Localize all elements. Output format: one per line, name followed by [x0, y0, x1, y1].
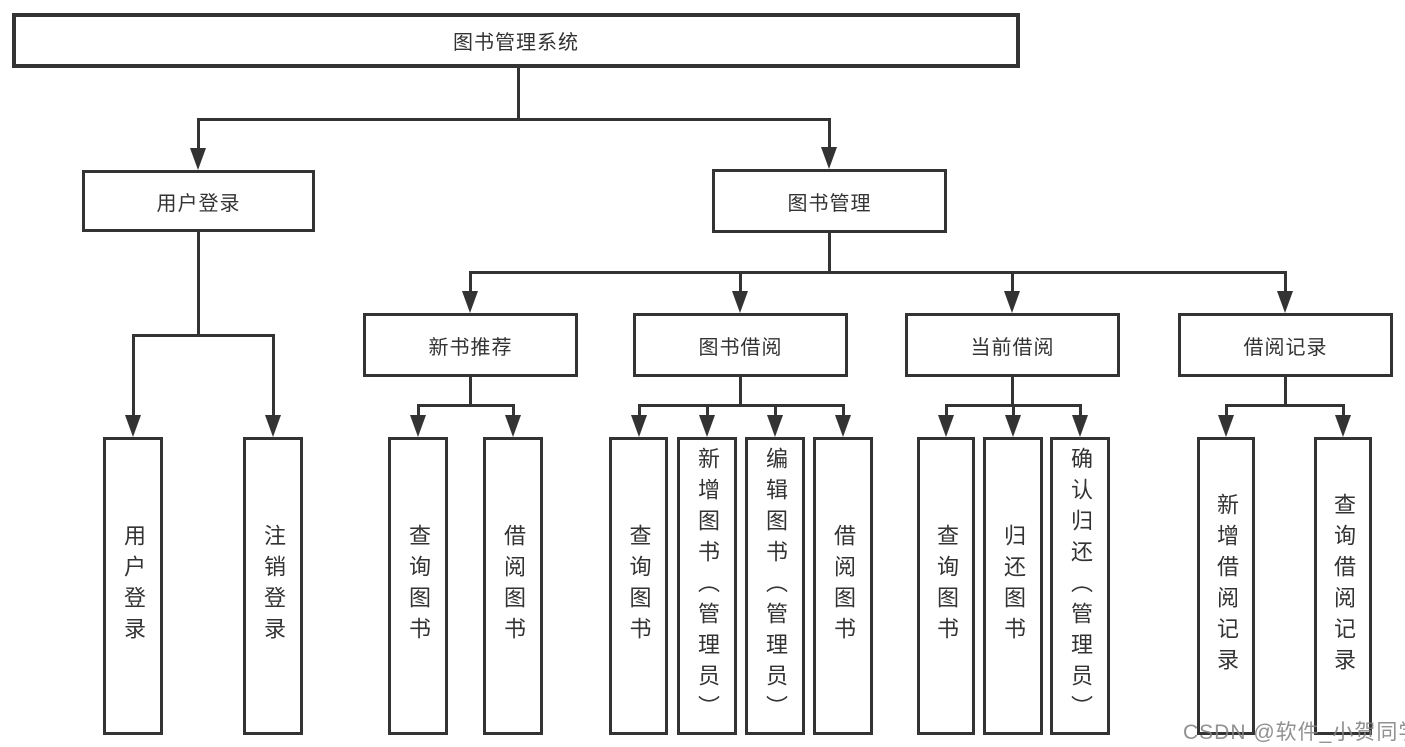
- node-library-management-system: 图书管理系统: [12, 13, 1020, 68]
- node-current-borrowing: 当前借阅: [905, 313, 1120, 377]
- leaf-label: 查询借阅记录: [1331, 493, 1356, 679]
- connector-line: [469, 271, 472, 293]
- arrowhead-down-icon: [938, 415, 954, 437]
- arrowhead-down-icon: [1004, 291, 1020, 313]
- leaf-label: 借阅图书: [501, 524, 526, 648]
- leaf-query-borrow-record: 查询借阅记录: [1314, 437, 1372, 735]
- arrowhead-down-icon: [767, 415, 783, 437]
- leaf-label: 查询图书: [934, 524, 959, 648]
- node-label: 借阅记录: [1243, 336, 1328, 359]
- leaf-confirm-return-admin: 确认归还（管理员）: [1050, 437, 1110, 735]
- connector-line: [828, 233, 831, 274]
- connector-line: [197, 118, 831, 121]
- leaf-add-borrow-record: 新增借阅记录: [1197, 437, 1255, 735]
- leaf-add-books-admin: 新增图书（管理员）: [677, 437, 737, 735]
- connector-line: [828, 118, 831, 149]
- watermark: CSDN @软件_小贺同学: [1183, 721, 1405, 744]
- node-label: 新书推荐: [428, 336, 513, 359]
- connector-line: [417, 404, 515, 407]
- connector-line: [1011, 271, 1014, 293]
- node-new-book-recommendation: 新书推荐: [363, 313, 578, 377]
- connector-line: [197, 118, 200, 150]
- connector-line: [1225, 404, 1345, 407]
- arrowhead-down-icon: [732, 291, 748, 313]
- connector-line: [1011, 377, 1014, 407]
- connector-line: [132, 334, 135, 417]
- arrowhead-down-icon: [190, 148, 206, 170]
- connector-line: [706, 404, 709, 417]
- node-book-management: 图书管理: [712, 169, 947, 233]
- leaf-label: 确认归还（管理员）: [1068, 446, 1093, 726]
- arrowhead-down-icon: [699, 415, 715, 437]
- node-label: 当前借阅: [970, 336, 1055, 359]
- arrowhead-down-icon: [631, 415, 647, 437]
- connector-line: [512, 404, 515, 417]
- connector-line: [638, 404, 845, 407]
- leaf-label: 用户登录: [121, 524, 146, 648]
- connector-line: [638, 404, 641, 417]
- arrowhead-down-icon: [1072, 415, 1088, 437]
- node-label: 图书借阅: [698, 336, 783, 359]
- connector-line: [1079, 404, 1082, 417]
- leaf-borrow-books-recommend: 借阅图书: [483, 437, 543, 735]
- connector-line: [417, 404, 420, 417]
- connector-line: [739, 271, 742, 293]
- connector-line: [469, 271, 1287, 274]
- node-borrowing-records: 借阅记录: [1178, 313, 1393, 377]
- leaf-label: 查询图书: [406, 524, 431, 648]
- leaf-query-books-recommend: 查询图书: [388, 437, 448, 735]
- node-book-borrowing: 图书借阅: [633, 313, 848, 377]
- connector-line: [197, 232, 200, 337]
- connector-line: [1225, 404, 1228, 417]
- arrowhead-down-icon: [1277, 291, 1293, 313]
- arrowhead-down-icon: [125, 415, 141, 437]
- connector-line: [774, 404, 777, 417]
- connector-line: [517, 68, 520, 120]
- node-label: 图书管理系统: [453, 32, 579, 54]
- arrowhead-down-icon: [1335, 415, 1351, 437]
- leaf-label: 新增图书（管理员）: [695, 446, 720, 726]
- node-label: 图书管理: [787, 192, 872, 215]
- connector-line: [132, 334, 275, 337]
- leaf-edit-books-admin: 编辑图书（管理员）: [745, 437, 805, 735]
- connector-line: [945, 404, 948, 417]
- connector-line: [842, 404, 845, 417]
- leaf-borrow-books: 借阅图书: [813, 437, 873, 735]
- arrowhead-down-icon: [505, 415, 521, 437]
- node-label: 用户登录: [156, 192, 241, 215]
- arrowhead-down-icon: [462, 291, 478, 313]
- connector-line: [1012, 404, 1015, 417]
- arrowhead-down-icon: [1218, 415, 1234, 437]
- leaf-label: 新增借阅记录: [1214, 493, 1239, 679]
- leaf-query-books-borrowing: 查询图书: [609, 437, 668, 735]
- connector-line: [1284, 271, 1287, 293]
- leaf-logout: 注销登录: [243, 437, 303, 735]
- arrowhead-down-icon: [1005, 415, 1021, 437]
- connector-line: [469, 377, 472, 407]
- leaf-label: 归还图书: [1001, 524, 1026, 648]
- leaf-return-books: 归还图书: [983, 437, 1043, 735]
- leaf-query-books-current: 查询图书: [917, 437, 975, 735]
- arrowhead-down-icon: [265, 415, 281, 437]
- node-user-login-branch: 用户登录: [82, 170, 315, 232]
- arrowhead-down-icon: [835, 415, 851, 437]
- leaf-user-login: 用户登录: [103, 437, 163, 735]
- leaf-label: 查询图书: [626, 524, 652, 648]
- arrowhead-down-icon: [821, 147, 837, 169]
- connector-line: [1284, 377, 1287, 407]
- arrowhead-down-icon: [410, 415, 426, 437]
- leaf-label: 注销登录: [261, 524, 286, 648]
- leaf-label: 借阅图书: [831, 524, 856, 648]
- connector-line: [272, 334, 275, 417]
- connector-line: [739, 377, 742, 407]
- leaf-label: 编辑图书（管理员）: [763, 446, 788, 726]
- connector-line: [1342, 404, 1345, 417]
